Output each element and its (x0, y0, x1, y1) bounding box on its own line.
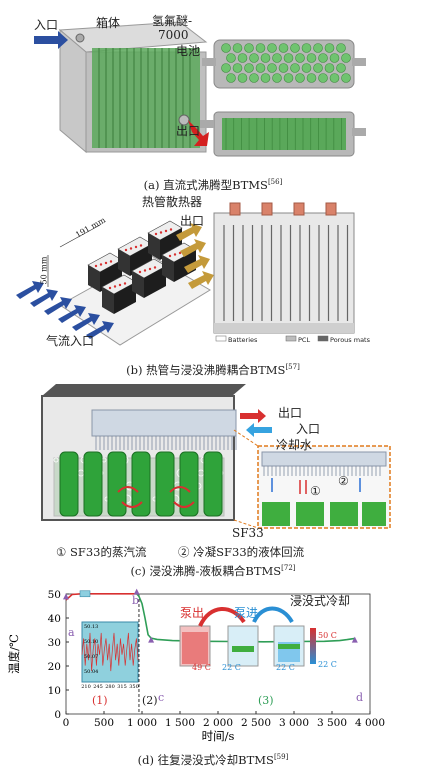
note-2: ② 冷凝SF33的液体回流 (178, 545, 305, 559)
point-marker (63, 593, 69, 600)
label-t22c: 22 C (318, 660, 337, 669)
point-c: c (158, 691, 165, 704)
panel-b-figure (16, 202, 355, 346)
label-t50: 50 C (318, 631, 337, 640)
caption-d: (d) 往复浸没式冷却BTMS[59] (137, 753, 289, 767)
label-cooling-water: 冷却水 (276, 438, 313, 452)
inset-x-tick-label: 350 (129, 684, 139, 690)
legend-porous: Porous mats (330, 336, 370, 344)
label-t22a: 22 C (222, 663, 241, 672)
note-1: ① SF33的蒸汽流 (56, 545, 147, 559)
x-tick-label: 1 500 (165, 717, 195, 729)
x-tick-label: 0 (63, 717, 70, 729)
temperature-chart: 0 500 1 000 1 500 2 000 2 500 3 000 3 500 4 000 0… (7, 588, 385, 742)
liquid-plate (91, 409, 237, 437)
label-outlet-a: 出口 (176, 124, 201, 138)
label-box: 箱体 (96, 16, 121, 30)
label-heatpipe: 热管散热器 (142, 195, 203, 209)
y-tick-label: 0 (54, 709, 61, 721)
marker-2: ② (338, 474, 349, 488)
x-tick-label: 3 500 (317, 717, 347, 729)
marker-1: ① (310, 484, 321, 498)
panel-a-figure (34, 21, 366, 157)
panel-c-figure (41, 384, 391, 529)
y-tick-label: 10 (48, 685, 61, 697)
x-tick-label: 2 000 (203, 717, 233, 729)
y-tick-label: 50 (48, 589, 61, 601)
x-tick-label: 4 000 (355, 717, 385, 729)
inset-x-tick-label: 280 (105, 684, 115, 690)
caption-a: (a) 直流式沸腾型BTMS[56] (143, 178, 283, 192)
label-t22b: 22 C (276, 663, 295, 672)
point-marker (351, 636, 358, 643)
x-tick-label: 1 000 (127, 717, 157, 729)
label-fluid-num: 7000 (158, 28, 189, 42)
x-tick-label: 500 (94, 717, 114, 729)
label-battery: 电池 (176, 44, 201, 58)
inset-y-tick-label: 50.13 (84, 624, 98, 630)
point-b: b (132, 594, 140, 607)
label-inlet-a: 入口 (34, 18, 59, 32)
label-dim2: 50 mm (39, 256, 49, 285)
point-a: a (68, 626, 75, 639)
point-d: d (356, 691, 364, 704)
inlet-arrow-c (246, 423, 272, 437)
outlet-arrows (176, 223, 214, 289)
inset-y-tick-label: 50.10 (84, 639, 98, 645)
battery-cells (92, 48, 200, 148)
point-marker (133, 588, 140, 595)
y-tick-label: 20 (48, 661, 61, 673)
inset-x-tick-label: 315 (117, 684, 127, 690)
outlet-arrow (188, 120, 209, 146)
x-tick-label: 2 500 (241, 717, 271, 729)
label-pump-out: 泵出 (180, 606, 205, 620)
caption-c: (c) 浸没沸腾-液板耦合BTMS[72] (130, 564, 296, 578)
x-tick-label: 3 000 (279, 717, 309, 729)
chart-annotation-title: 浸没式冷却 (290, 594, 351, 608)
legend-batteries: Batteries (228, 336, 258, 344)
series-line-phase1 (65, 593, 137, 601)
label-t49: 49 C (192, 663, 211, 672)
label-outlet-c: 出口 (278, 406, 303, 420)
label-outlet-b: 出口 (180, 214, 205, 228)
inset-y-tick-label: 50.04 (84, 669, 98, 675)
caption-b: (b) 热管与浸没沸腾耦合BTMS[57] (126, 363, 300, 377)
inset-x-tick-label: 210 (81, 684, 91, 690)
inlet-arrow (34, 31, 68, 49)
inset-x-tick-label: 245 (93, 684, 103, 690)
label-sf33: SF33 (232, 526, 264, 540)
module-section (213, 212, 355, 334)
temperature-colorbar (310, 628, 316, 664)
legend-pcl: PCL (298, 336, 311, 344)
tank-side (59, 28, 87, 154)
pump-illustration (179, 606, 305, 667)
label-inlet-c: 入口 (296, 422, 321, 436)
label-pump-in: 泵进 (234, 606, 259, 620)
heatpipe-blocks (87, 220, 197, 314)
x-axis-label: 时间/s (202, 729, 235, 742)
segment-2: (2) (142, 694, 158, 707)
inset-series-line (81, 632, 139, 672)
zoom-marker (79, 590, 91, 598)
segment-1: (1) (92, 694, 108, 707)
segment-3: (3) (258, 694, 274, 707)
y-axis-label: 温度/℃ (7, 634, 21, 674)
y-tick-label: 40 (48, 613, 61, 625)
label-fluid: 氢氟醚- (152, 14, 193, 28)
y-tick-label: 30 (48, 637, 61, 649)
point-marker (148, 636, 155, 643)
airflow-arrows (16, 281, 114, 339)
outlet-arrow-c (240, 409, 266, 423)
tank-top-frame (42, 384, 246, 396)
label-airflow-inlet: 气流入口 (46, 334, 95, 348)
inset-y-tick-label: 50.07 (84, 654, 98, 660)
